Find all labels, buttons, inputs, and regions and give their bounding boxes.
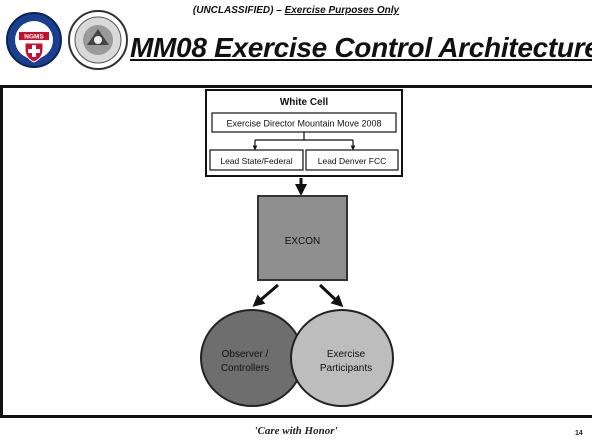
exercise-participants-line1: Exercise: [327, 349, 366, 360]
exercise-participants-line2: Participants: [320, 363, 372, 374]
header-divider: [0, 85, 592, 88]
slide-title: MM08 Exercise Control Architecture: [130, 32, 592, 63]
ngms-logo-text: NGMS: [24, 34, 44, 41]
footer-divider: [0, 415, 592, 418]
exercise-director-label: Exercise Director Mountain Move 2008: [226, 119, 381, 129]
army-seal: [68, 10, 128, 70]
white-cell-title: White Cell: [280, 97, 329, 108]
classification-banner: (UNCLASSIFIED) – Exercise Purposes Only: [0, 0, 592, 22]
excon-box: [257, 195, 348, 281]
excon-to-observers-arrow: [252, 283, 279, 307]
left-frame-line: [0, 85, 3, 418]
footer-motto: 'Care with Honor': [254, 425, 338, 437]
observer-controllers-line1: Observer /: [222, 349, 269, 360]
page-number: 14: [575, 430, 583, 437]
lead-denver-fcc-label: Lead Denver FCC: [318, 156, 387, 166]
banner-emphasis: Exercise Purposes Only: [284, 5, 400, 16]
observer-controllers-line2: Controllers: [221, 363, 269, 374]
ngms-logo: NGMS: [6, 12, 62, 68]
lead-state-federal-label: Lead State/Federal: [220, 156, 292, 166]
lead-denver-fcc-box: [305, 149, 399, 171]
excon-to-participants-arrow: [318, 283, 344, 308]
banner-prefix: (UNCLASSIFIED) –: [192, 5, 285, 16]
exercise-participants-circle: [290, 309, 394, 407]
excon-label: EXCON: [285, 236, 321, 247]
lead-state-federal-box: [209, 149, 304, 171]
